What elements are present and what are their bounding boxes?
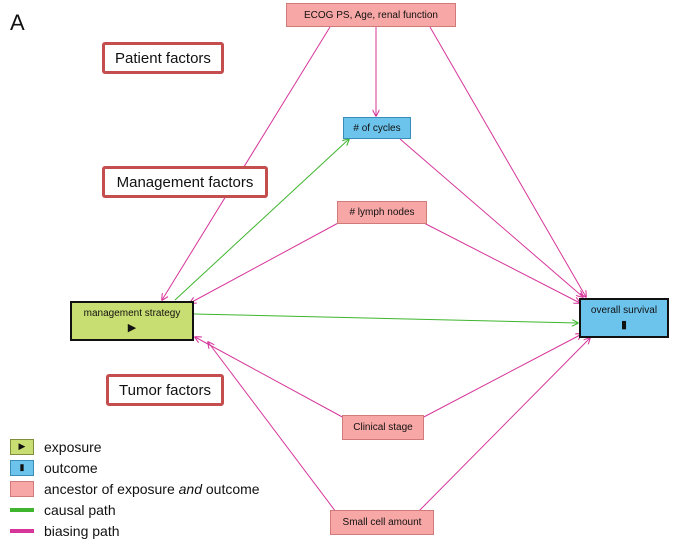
legend-ancestor-label: ancestor of exposure and outcome — [44, 481, 260, 497]
biasing-swatch — [10, 528, 34, 533]
outcome-swatch: ▮ — [10, 459, 34, 476]
edge-cycles-to-survival — [399, 138, 583, 297]
causal-swatch — [10, 507, 34, 512]
edge-ecog-to-strategy — [162, 26, 331, 300]
overall-survival-node-label: overall survival — [590, 305, 658, 316]
overall-survival-node: overall survival ▮ — [579, 298, 669, 338]
small-cell-amount-node-label: Small cell amount — [342, 517, 422, 528]
small-cell-amount-node: Small cell amount — [330, 510, 434, 535]
legend-ancestor-pre: ancestor of exposure — [44, 480, 179, 497]
legend-ancestor: ancestor of exposure and outcome — [10, 478, 260, 499]
legend-exposure: ▶ exposure — [10, 436, 260, 457]
play-icon: ▶ — [127, 322, 137, 334]
ecog-node: ECOG PS, Age, renal function — [286, 3, 456, 27]
exposure-swatch: ▶ — [10, 438, 34, 455]
legend: ▶ exposure ▮ outcome ancestor of exposur… — [10, 436, 260, 541]
edge-lymph-to-strategy — [190, 221, 341, 303]
cycles-node: # of cycles — [343, 117, 411, 139]
bar-icon: ▮ — [620, 319, 628, 331]
management-strategy-node: management strategy ▶ — [70, 301, 194, 341]
management-strategy-node-label: management strategy — [83, 308, 181, 319]
edge-smallcell-to-strategy — [208, 342, 337, 513]
edge-strategy-to-survival — [193, 313, 578, 323]
legend-ancestor-and: and — [178, 480, 202, 497]
legend-causal: causal path — [10, 499, 260, 520]
edge-stage-to-strategy — [195, 337, 347, 420]
legend-outcome: ▮ outcome — [10, 457, 260, 478]
legend-biasing: biasing path — [10, 520, 260, 541]
legend-biasing-label: biasing path — [44, 522, 120, 539]
lymph-nodes-node: # lymph nodes — [337, 201, 427, 224]
clinical-stage-node: Clinical stage — [342, 415, 424, 440]
edge-ecog-to-survival — [429, 26, 586, 297]
clinical-stage-node-label: Clinical stage — [353, 422, 413, 433]
legend-exposure-label: exposure — [44, 438, 102, 455]
patient-factors-label: Patient factors — [102, 42, 224, 74]
lymph-nodes-node-label: # lymph nodes — [349, 207, 415, 218]
management-factors-label: Management factors — [102, 166, 268, 198]
tumor-factors-label: Tumor factors — [106, 374, 224, 406]
ancestor-swatch — [10, 480, 34, 497]
edge-lymph-to-survival — [421, 221, 580, 303]
cycles-node-label: # of cycles — [353, 122, 401, 134]
ecog-node-label: ECOG PS, Age, renal function — [304, 9, 438, 21]
legend-ancestor-post: outcome — [202, 480, 260, 497]
edge-smallcell-to-survival — [417, 338, 590, 513]
panel-label: A — [10, 10, 25, 35]
edge-strategy-to-cycles — [174, 139, 349, 301]
legend-causal-label: causal path — [44, 501, 116, 518]
legend-outcome-label: outcome — [44, 459, 98, 476]
edge-stage-to-survival — [419, 334, 582, 420]
